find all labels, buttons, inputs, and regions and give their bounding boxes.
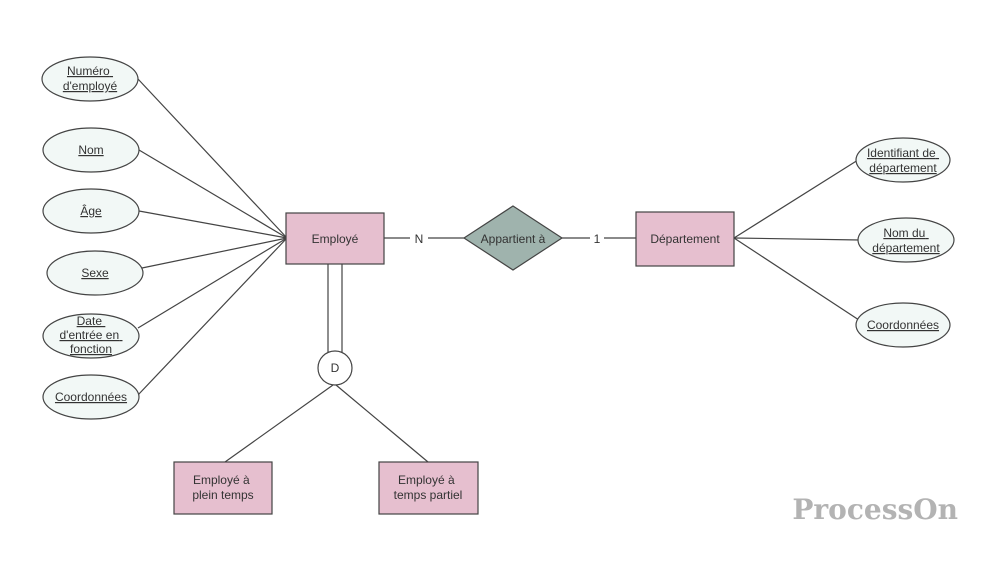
- entity-departement: [635, 211, 735, 267]
- attr-age-label: Âge: [80, 203, 102, 218]
- entity-departement-label: Département: [650, 232, 720, 246]
- isa-to-plein: [224, 384, 334, 463]
- entity-employe-temps-partiel: [378, 461, 479, 515]
- processon-watermark: ProcessOn: [792, 493, 958, 526]
- entity-employe-label: Employé: [312, 232, 359, 246]
- attr-nom-departement-label: Nom du département: [872, 226, 940, 255]
- disjoint-circle: [317, 350, 353, 386]
- connector-lines: [137, 78, 863, 463]
- link-numero: [137, 78, 288, 239]
- link-ident-dep: [733, 159, 859, 239]
- attr-nom: [42, 127, 140, 173]
- link-sexe: [141, 237, 288, 269]
- attr-coordonnees-employe: [42, 374, 140, 420]
- link-coord-emp: [137, 237, 288, 396]
- attr-sexe: [46, 250, 144, 296]
- entity-employe-plein-temps-label: Employé à plein temps: [192, 473, 253, 502]
- link-nom: [138, 149, 288, 239]
- attr-date-entree: [42, 313, 140, 359]
- entity-employe-temps-partiel-label: Employé à temps partiel: [394, 473, 463, 502]
- attr-coordonnees-employe-label: Coordonnées: [55, 390, 127, 404]
- cardinality-n: N: [415, 232, 424, 246]
- link-date: [137, 237, 288, 329]
- entity-employe: [285, 212, 385, 265]
- relationship-label: Appartient à: [481, 232, 546, 246]
- attr-coordonnees-departement: [855, 302, 951, 348]
- attr-identifiant-departement-label: Identifiant de département: [867, 146, 939, 175]
- attr-date-entree-label: Date d'entrée en fonction: [59, 314, 122, 356]
- link-nomdu: [733, 237, 861, 241]
- attr-identifiant-departement: [855, 137, 951, 183]
- attr-numero-employe-label: Numéro d'employé: [63, 64, 118, 93]
- entity-employe-plein-temps: [173, 461, 273, 515]
- cardinality-1: 1: [594, 232, 601, 246]
- employee-attributes: [41, 56, 144, 420]
- attr-numero-employe: [41, 56, 139, 102]
- isa-to-partiel: [335, 384, 429, 463]
- attr-nom-label: Nom: [78, 143, 103, 157]
- attr-coordonnees-departement-label: Coordonnées: [867, 318, 939, 332]
- link-coord-dep: [733, 237, 863, 323]
- attr-sexe-label: Sexe: [81, 266, 109, 280]
- relationship-appartient-a: [462, 205, 564, 271]
- department-attributes: [855, 137, 955, 348]
- attr-nom-departement: [857, 217, 955, 263]
- disjoint-label: D: [331, 361, 340, 375]
- link-age: [138, 210, 288, 239]
- attr-age: [42, 188, 140, 234]
